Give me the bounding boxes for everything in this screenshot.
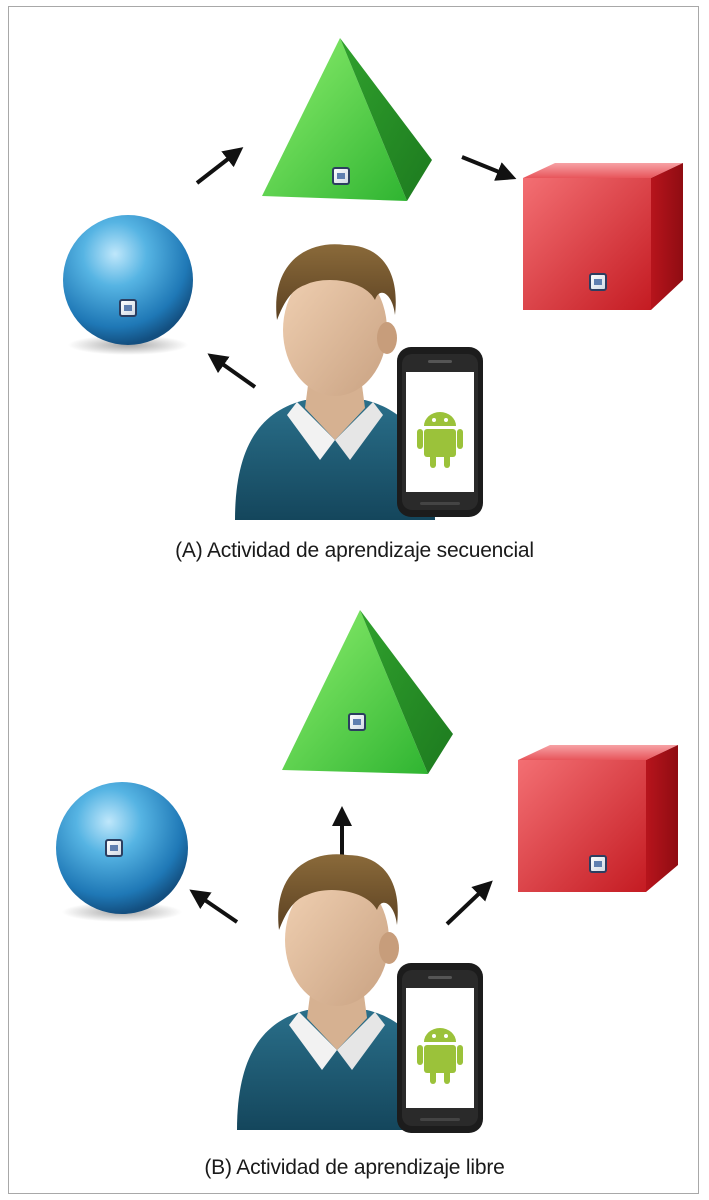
panel-a: (A) Actividad de aprendizaje secuencial [63, 38, 683, 562]
panel-b-caption: (B) Actividad de aprendizaje libre [204, 1156, 505, 1179]
smartphone-icon [397, 347, 483, 517]
panel-b: (B) Actividad de aprendizaje libre [0, 600, 709, 1200]
arrow-person-to-cube [445, 880, 493, 926]
sphere-icon [63, 215, 193, 355]
cube-icon [518, 745, 678, 892]
panel-b-diagram [56, 610, 678, 1133]
panel-a-caption: (A) Actividad de aprendizaje secuencial [175, 539, 534, 562]
sphere-icon [56, 782, 188, 922]
arrow-person-to-sphere [207, 353, 257, 389]
arrow-pyramid-to-cube [461, 155, 517, 181]
pyramid-icon [262, 38, 432, 201]
pyramid-icon [282, 610, 453, 774]
arrow-person-to-sphere [189, 889, 239, 924]
arrow-sphere-to-pyramid [195, 147, 244, 185]
panel-a-diagram [63, 38, 683, 521]
smartphone-icon [397, 963, 483, 1133]
cube-icon [523, 163, 683, 310]
